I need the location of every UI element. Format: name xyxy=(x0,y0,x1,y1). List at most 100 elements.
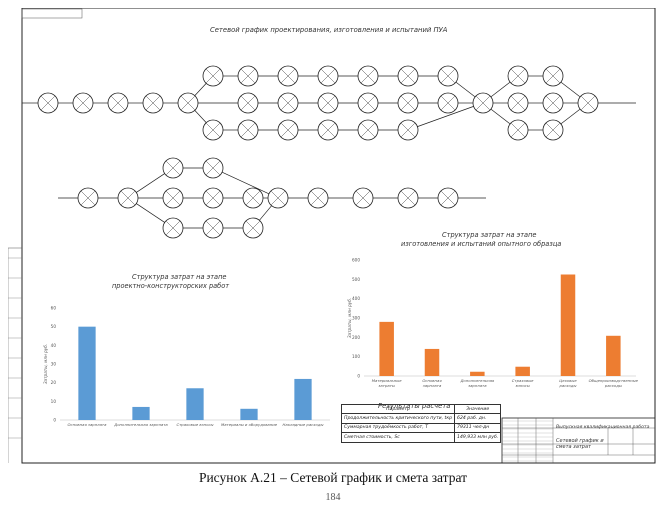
bar xyxy=(240,408,258,420)
y-axis-label: Затраты, млн руб. xyxy=(347,298,352,338)
x-tick-label: Страховые взносы xyxy=(176,422,213,427)
results-header-param: Параметр xyxy=(340,403,456,415)
network-node-cross xyxy=(440,95,456,111)
network-node-cross xyxy=(80,190,96,206)
network-node-cross xyxy=(510,95,526,111)
results-cell: Продолжительность критического пути, tкр xyxy=(340,413,456,424)
title-block xyxy=(501,417,656,464)
network-node-cross xyxy=(310,190,326,206)
network-node-cross xyxy=(475,95,491,111)
results-row: Суммарная трудоёмкость работ, Т 79311 че… xyxy=(340,422,502,434)
network-arrow xyxy=(194,110,207,123)
network-node-cross xyxy=(400,190,416,206)
network-arrow xyxy=(560,81,581,98)
network-arrow xyxy=(455,81,476,98)
x-tick-label: Дополнительная xyxy=(459,378,494,383)
network-node-cross xyxy=(360,95,376,111)
chart2-title-line2: изготовления и испытаний опытного образц… xyxy=(401,240,562,248)
network-node-cross xyxy=(280,95,296,111)
network-node-cross xyxy=(545,68,561,84)
network-arrow xyxy=(194,83,207,96)
network-arrow xyxy=(259,205,272,221)
y-tick-label: 400 xyxy=(352,296,360,301)
y-tick-label: 500 xyxy=(352,277,360,282)
bar xyxy=(515,366,530,376)
bar xyxy=(78,326,96,420)
x-tick-label: взносы xyxy=(516,383,530,388)
x-tick-label: расходы xyxy=(604,383,622,388)
network-node-cross xyxy=(545,122,561,138)
network-arrow xyxy=(490,108,511,125)
network-node-cross xyxy=(75,95,91,111)
y-tick-label: 20 xyxy=(51,380,57,385)
y-axis-label: Затраты, млн руб. xyxy=(43,344,48,384)
network-diagram xyxy=(8,8,656,464)
network-node-cross xyxy=(40,95,56,111)
y-tick-label: 300 xyxy=(352,316,360,321)
network-node-cross xyxy=(320,68,336,84)
network-node-cross xyxy=(180,95,196,111)
bar xyxy=(379,321,394,376)
network-node-cross xyxy=(145,95,161,111)
y-tick-label: 30 xyxy=(51,362,57,367)
x-tick-label: Дополнительная зарплата xyxy=(113,422,168,427)
x-tick-label: Основная зарплата xyxy=(68,422,108,427)
network-node-cross xyxy=(205,190,221,206)
network-node-cross xyxy=(360,122,376,138)
network-node-cross xyxy=(510,68,526,84)
network-node-cross xyxy=(110,95,126,111)
chart1-title-line1: Структура затрат на этапе xyxy=(132,273,227,281)
y-tick-label: 200 xyxy=(352,335,360,340)
network-node-cross xyxy=(580,95,596,111)
network-node-cross xyxy=(240,95,256,111)
network-arrow xyxy=(417,106,474,127)
chart2-title-line1: Структура затрат на этапе xyxy=(442,231,537,239)
bar xyxy=(132,406,150,420)
sheet-frame xyxy=(21,8,656,464)
results-cell: 624 раб. дн. xyxy=(454,413,502,424)
y-tick-label: 600 xyxy=(352,258,360,263)
x-tick-label: Материалы и оборудование xyxy=(221,422,278,427)
network-node-cross xyxy=(360,68,376,84)
network-node-cross xyxy=(545,95,561,111)
bar xyxy=(294,378,312,420)
network-node-cross xyxy=(440,190,456,206)
x-tick-label: Основная xyxy=(422,378,442,383)
stamp-title: Сетевой график и смета затрат xyxy=(556,438,604,450)
network-node-cross xyxy=(240,122,256,138)
network-node-cross xyxy=(165,160,181,176)
network-node-cross xyxy=(120,190,136,206)
network-arrow xyxy=(490,81,511,98)
network-node-cross xyxy=(240,68,256,84)
network-node-cross xyxy=(165,220,181,236)
bar xyxy=(470,371,485,376)
x-tick-label: зарплата xyxy=(423,383,442,388)
bar xyxy=(424,348,440,376)
page-number: 184 xyxy=(325,492,341,503)
results-cell: Сметная стоимость, Sс xyxy=(340,432,456,443)
x-tick-label: Цеховые xyxy=(559,378,577,383)
results-row: Продолжительность критического пути, tкр… xyxy=(340,413,502,424)
network-node-cross xyxy=(355,190,371,206)
corner-stamp xyxy=(21,8,83,19)
x-tick-label: затраты xyxy=(378,383,395,388)
network-node-cross xyxy=(320,95,336,111)
stamp-work: Выпускная квалификационная работа xyxy=(556,425,650,430)
network-node-cross xyxy=(400,95,416,111)
network-node-cross xyxy=(440,68,456,84)
network-node-cross xyxy=(205,68,221,84)
y-tick-label: 0 xyxy=(357,374,360,379)
results-cell: Суммарная трудоёмкость работ, Т xyxy=(340,422,456,434)
x-tick-label: зарплата xyxy=(468,383,487,388)
network-node-cross xyxy=(205,160,221,176)
network-node-cross xyxy=(270,190,286,206)
network-arrow xyxy=(136,203,165,223)
y-tick-label: 100 xyxy=(352,354,360,359)
network-node-cross xyxy=(165,190,181,206)
x-tick-label: расходы xyxy=(558,383,576,388)
network-node-cross xyxy=(280,68,296,84)
bar xyxy=(560,274,576,376)
results-header-value: Значение xyxy=(454,403,502,415)
x-tick-label: Общепроизводственные xyxy=(589,378,639,383)
y-tick-label: 60 xyxy=(51,306,57,311)
